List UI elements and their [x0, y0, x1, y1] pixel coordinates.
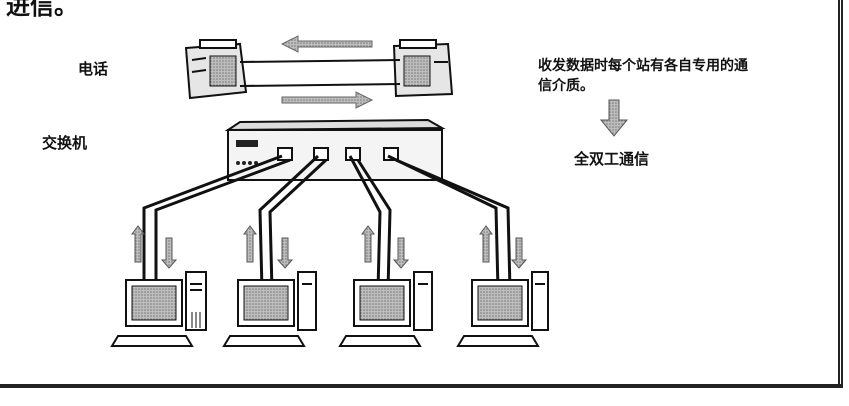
- pc1-up-arrow-icon: [131, 225, 145, 263]
- telephone-cable-lines: [239, 59, 401, 87]
- computer-1-icon: [110, 271, 207, 347]
- frame-bottom-border: [0, 384, 843, 388]
- pc1-down-arrow-icon: [160, 237, 178, 269]
- pc3-down-arrow-icon: [392, 237, 410, 269]
- pc2-down-arrow-icon: [276, 237, 294, 269]
- top-partial-text: 进信。: [6, 0, 78, 20]
- left-telephone-icon: [184, 39, 248, 100]
- pc4-down-arrow-icon: [510, 237, 528, 269]
- frame-right-border: [838, 0, 843, 388]
- computer-3-icon: [338, 271, 433, 347]
- switch-label: 交换机: [42, 134, 88, 152]
- down-arrow-icon: [599, 99, 629, 137]
- pc4-up-arrow-icon: [479, 225, 493, 263]
- computer-2-icon: [222, 271, 317, 347]
- full-duplex-description: 收发数据时每个站有各自专用的通信介质。: [538, 58, 748, 94]
- phone-label: 电话: [78, 60, 109, 78]
- telephone-right-arrow-icon: [281, 91, 374, 109]
- pc3-up-arrow-icon: [361, 225, 375, 263]
- full-duplex-label: 全双工通信: [574, 150, 650, 168]
- pc2-up-arrow-icon: [243, 225, 257, 263]
- network-switch-icon: [224, 118, 446, 181]
- telephone-left-arrow-icon: [280, 35, 373, 53]
- right-telephone-icon: [392, 39, 454, 98]
- computer-4-icon: [456, 271, 549, 347]
- switch-cables: [142, 154, 512, 291]
